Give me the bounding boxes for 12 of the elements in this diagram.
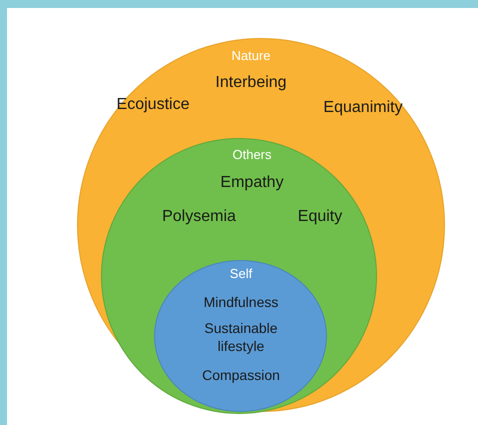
value-label: Empathy [220,174,284,192]
value-label: Equity [298,208,342,226]
value-label: Polysemia [162,208,236,226]
value-label: Mindfulness [204,293,278,311]
value-label: Equanimity [323,99,403,117]
circle-title: Self [230,265,252,283]
value-label: Sustainable lifestyle [203,319,279,355]
value-label: Interbeing [215,74,287,92]
value-label: Compassion [202,366,280,384]
circle-title: Others [232,146,272,164]
circle-title: Nature [231,47,271,65]
value-label: Ecojustice [116,96,190,114]
